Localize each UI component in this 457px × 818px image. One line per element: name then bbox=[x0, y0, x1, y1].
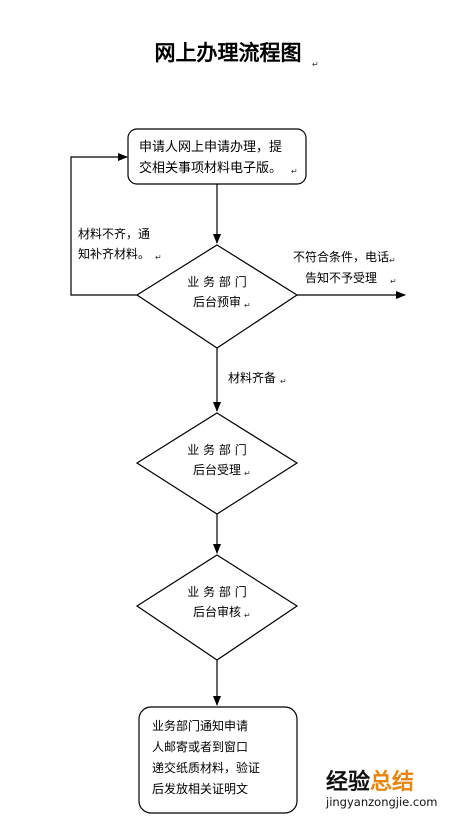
paragraph-mark-icon: ↵ bbox=[389, 256, 396, 265]
step-audit-line-1: 业 务 部 门 bbox=[187, 584, 246, 599]
watermark-brand-accent: 总结 bbox=[370, 769, 414, 795]
step-prereview-line-1: 业 务 部 门 bbox=[187, 274, 246, 289]
step-final-line-2: 人邮寄或者到窗口 bbox=[152, 739, 248, 754]
step-accept-line-2: 后台受理 bbox=[193, 462, 241, 477]
step-accept-line-1: 业 务 部 门 bbox=[187, 442, 246, 457]
step-accept: 业 务 部 门 后台受理 ↵ bbox=[135, 412, 299, 515]
paragraph-mark-icon: ↵ bbox=[291, 167, 298, 176]
step-apply-line-2: 交相关事项材料电子版。 bbox=[139, 160, 282, 176]
label-complete: 材料齐备 ↵ bbox=[228, 370, 287, 386]
paragraph-mark-icon: ↵ bbox=[155, 253, 162, 262]
watermark-brand-main: 经验 bbox=[326, 769, 370, 795]
step-final-line-3: 递交纸质材料，验证 bbox=[152, 760, 260, 775]
label-reject-line-1: 不符合条件，电话 bbox=[293, 249, 389, 264]
step-prereview-line-2: 后台预审 bbox=[193, 294, 241, 309]
step-final: 业务部门通知申请 人邮寄或者到窗口 递交纸质材料，验证 后发放相关证明文 bbox=[138, 706, 298, 814]
watermark-url: jingyanzongjie.com bbox=[325, 795, 437, 809]
label-incomplete-line-1: 材料不齐，通 bbox=[78, 226, 150, 241]
step-final-line-4: 后发放相关证明文 bbox=[152, 781, 248, 796]
paragraph-mark-icon: ↵ bbox=[280, 377, 287, 386]
arrow-incomplete-loop bbox=[70, 153, 137, 296]
watermark-brand: 经验总结 bbox=[326, 769, 414, 795]
page-title: 网上办理流程图 bbox=[155, 40, 302, 65]
paragraph-mark-icon: ↵ bbox=[244, 469, 251, 478]
step-final-line-1: 业务部门通知申请 bbox=[152, 718, 248, 733]
step-audit-line-2: 后台审核 bbox=[193, 604, 241, 619]
label-complete-text: 材料齐备 bbox=[228, 370, 276, 385]
paragraph-mark-icon: ↵ bbox=[244, 611, 251, 620]
step-apply: 申请人网上申请办理，提 交相关事项材料电子版。 ↵ bbox=[127, 128, 307, 185]
step-apply-line-1: 申请人网上申请办理，提 bbox=[139, 139, 282, 155]
watermark: 经验总结 jingyanzongjie.com bbox=[325, 769, 437, 809]
paragraph-mark-icon: ↵ bbox=[312, 60, 319, 69]
label-incomplete: 材料不齐，通 知补齐材料。 ↵ bbox=[78, 226, 162, 262]
label-reject: 不符合条件，电话 告知不予受理 ↵ ↵ bbox=[293, 249, 397, 286]
paragraph-mark-icon: ↵ bbox=[390, 277, 397, 286]
paragraph-mark-icon: ↵ bbox=[244, 301, 251, 310]
label-reject-line-2: 告知不予受理 bbox=[305, 271, 377, 285]
step-audit: 业 务 部 门 后台审核 ↵ bbox=[135, 554, 299, 661]
label-incomplete-line-2: 知补齐材料。 bbox=[78, 246, 150, 261]
